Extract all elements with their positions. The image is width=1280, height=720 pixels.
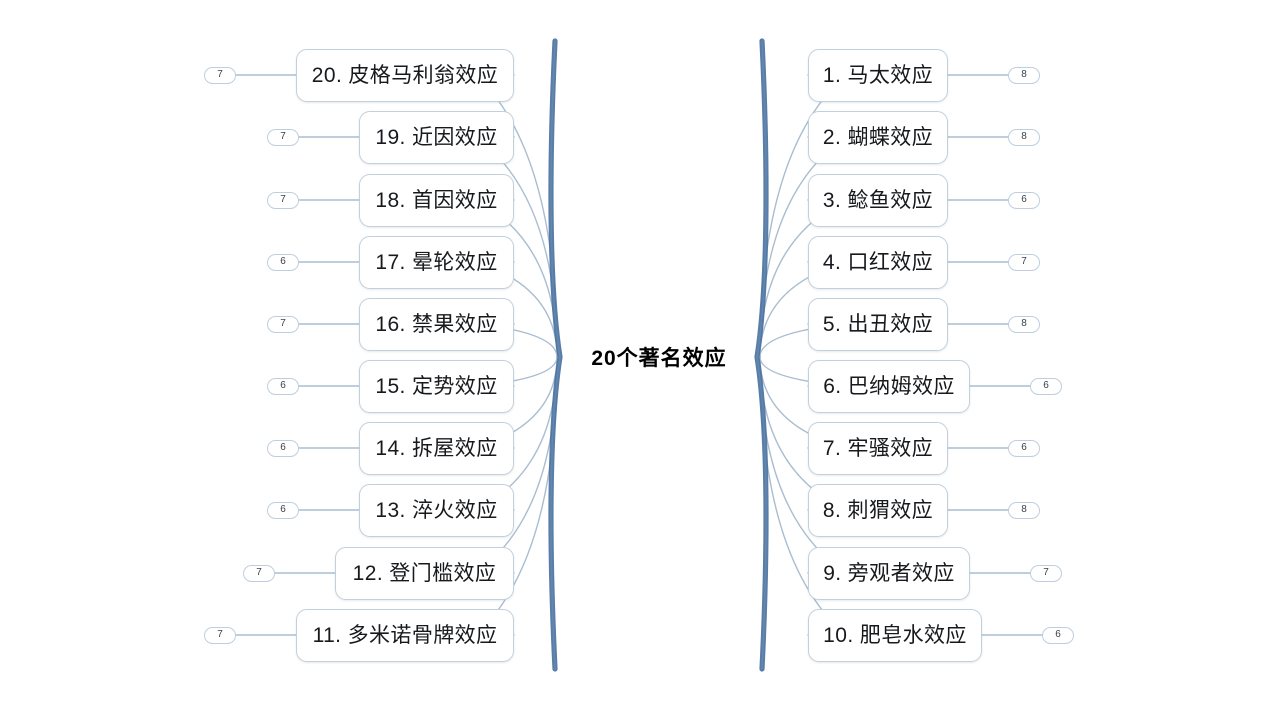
- node-count-badge[interactable]: 6: [267, 439, 299, 457]
- node-count-badge[interactable]: 6: [267, 253, 299, 271]
- mindmap-node-label: 10. 肥皂水效应: [823, 623, 967, 647]
- mindmap-node[interactable]: 4. 口红效应: [808, 235, 948, 289]
- mindmap-node-label: 4. 口红效应: [822, 250, 934, 274]
- node-count-badge-value: 6: [280, 380, 286, 391]
- node-count-badge[interactable]: 7: [267, 128, 299, 146]
- mindmap-node[interactable]: 7. 牢骚效应: [808, 421, 948, 475]
- node-count-badge[interactable]: 7: [204, 66, 236, 84]
- node-count-badge[interactable]: 8: [1008, 315, 1040, 333]
- node-count-badge[interactable]: 6: [1008, 191, 1040, 209]
- node-count-badge-value: 7: [1021, 256, 1027, 267]
- node-count-badge[interactable]: 6: [1030, 377, 1062, 395]
- mindmap-node[interactable]: 6. 巴纳姆效应: [808, 359, 970, 413]
- mindmap-node[interactable]: 2. 蝴蝶效应: [808, 110, 948, 164]
- mindmap-node[interactable]: 14. 拆屋效应: [359, 421, 514, 475]
- mindmap-node-label: 17. 晕轮效应: [375, 250, 498, 274]
- mindmap-node[interactable]: 11. 多米诺骨牌效应: [296, 608, 514, 662]
- mindmap-node-label: 20. 皮格马利翁效应: [311, 63, 499, 87]
- node-count-badge[interactable]: 7: [1030, 564, 1062, 582]
- node-count-badge-value: 6: [1055, 629, 1061, 640]
- node-count-badge[interactable]: 8: [1008, 66, 1040, 84]
- mindmap-node-label: 13. 淬火效应: [375, 498, 498, 522]
- node-count-badge-value: 6: [280, 442, 286, 453]
- node-count-badge[interactable]: 7: [267, 191, 299, 209]
- node-count-badge-value: 7: [280, 318, 286, 329]
- mindmap-node[interactable]: 17. 晕轮效应: [359, 235, 514, 289]
- mindmap-node[interactable]: 15. 定势效应: [359, 359, 514, 413]
- mindmap-node[interactable]: 18. 首因效应: [359, 173, 514, 227]
- mindmap-node-label: 12. 登门槛效应: [352, 561, 497, 585]
- mindmap-node-label: 15. 定势效应: [375, 374, 498, 398]
- node-count-badge-value: 7: [217, 629, 223, 640]
- node-count-badge-value: 7: [1043, 567, 1049, 578]
- node-count-badge[interactable]: 7: [1008, 253, 1040, 271]
- node-count-badge[interactable]: 7: [267, 315, 299, 333]
- mindmap-node-label: 8. 刺猬效应: [822, 498, 934, 522]
- node-count-badge[interactable]: 6: [1042, 626, 1074, 644]
- node-count-badge[interactable]: 8: [1008, 501, 1040, 519]
- node-count-badge-value: 6: [1021, 194, 1027, 205]
- mindmap-node[interactable]: 10. 肥皂水效应: [808, 608, 982, 662]
- node-count-badge-value: 7: [217, 69, 223, 80]
- node-count-badge-value: 7: [256, 567, 262, 578]
- node-count-badge[interactable]: 7: [243, 564, 275, 582]
- mindmap-node-label: 1. 马太效应: [822, 63, 934, 87]
- root-node-label: 20个著名效应: [591, 347, 727, 370]
- mindmap-node[interactable]: 16. 禁果效应: [359, 297, 514, 351]
- mindmap-node-label: 2. 蝴蝶效应: [822, 125, 934, 149]
- node-count-badge-value: 6: [1021, 442, 1027, 453]
- node-count-badge[interactable]: 8: [1008, 128, 1040, 146]
- mindmap-node-label: 11. 多米诺骨牌效应: [312, 623, 498, 647]
- mindmap-node[interactable]: 12. 登门槛效应: [335, 546, 514, 600]
- node-count-badge-value: 7: [280, 194, 286, 205]
- mindmap-node[interactable]: 8. 刺猬效应: [808, 483, 948, 537]
- node-count-badge[interactable]: 6: [267, 501, 299, 519]
- mindmap-node[interactable]: 3. 鲶鱼效应: [808, 173, 948, 227]
- node-count-badge-value: 6: [1043, 380, 1049, 391]
- mindmap-node-label: 9. 旁观者效应: [823, 561, 955, 585]
- mindmap-node-label: 7. 牢骚效应: [822, 436, 934, 460]
- node-count-badge-value: 8: [1021, 504, 1027, 515]
- mindmap-node-label: 3. 鲶鱼效应: [822, 188, 934, 212]
- node-count-badge-value: 6: [280, 256, 286, 267]
- node-count-badge-value: 8: [1021, 69, 1027, 80]
- mindmap-node[interactable]: 9. 旁观者效应: [808, 546, 970, 600]
- mindmap-node-label: 18. 首因效应: [375, 188, 498, 212]
- mindmap-node-label: 19. 近因效应: [375, 125, 498, 149]
- mindmap-node-label: 16. 禁果效应: [375, 312, 498, 336]
- mindmap-node-label: 6. 巴纳姆效应: [823, 374, 955, 398]
- node-count-badge[interactable]: 6: [267, 377, 299, 395]
- node-count-badge[interactable]: 6: [1008, 439, 1040, 457]
- mindmap-node-label: 5. 出丑效应: [822, 312, 934, 336]
- mindmap-node[interactable]: 20. 皮格马利翁效应: [296, 48, 514, 102]
- mindmap-node-label: 14. 拆屋效应: [375, 436, 498, 460]
- node-count-badge-value: 8: [1021, 131, 1027, 142]
- mindmap-node[interactable]: 13. 淬火效应: [359, 483, 514, 537]
- node-count-badge[interactable]: 7: [204, 626, 236, 644]
- mindmap-node[interactable]: 19. 近因效应: [359, 110, 514, 164]
- mindmap-node[interactable]: 1. 马太效应: [808, 48, 948, 102]
- node-count-badge-value: 8: [1021, 318, 1027, 329]
- mindmap-node[interactable]: 5. 出丑效应: [808, 297, 948, 351]
- root-node[interactable]: 20个著名效应: [566, 340, 752, 374]
- node-count-badge-value: 7: [280, 131, 286, 142]
- node-count-badge-value: 6: [280, 504, 286, 515]
